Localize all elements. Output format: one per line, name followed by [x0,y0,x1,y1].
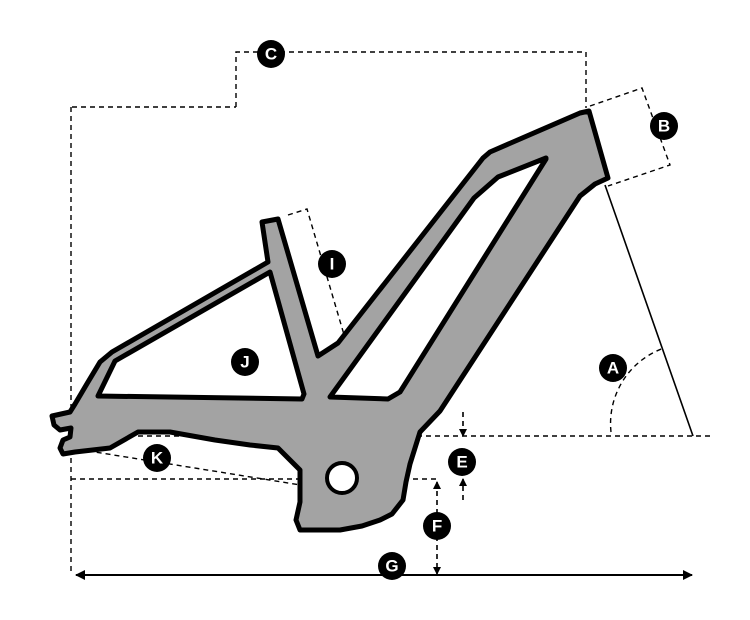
dimension-c-line [235,51,587,108]
badge-k-text: K [151,449,164,468]
badge-j: J [231,348,259,376]
badge-f-text: F [432,517,442,536]
badge-a: A [599,354,627,382]
badge-i-text: I [330,255,335,274]
badge-i: I [318,250,346,278]
head-tube-axis-line [604,184,694,437]
bike-frame [49,108,611,533]
badge-e-text: E [456,453,467,472]
badge-b: B [650,112,678,140]
main-triangle-window [327,155,549,402]
badge-g: G [378,552,406,580]
badge-k: K [143,444,171,472]
badge-g-text: G [385,557,398,576]
badge-b-text: B [658,117,670,136]
dimension-a-arc [609,347,665,433]
pivot-hole [325,461,359,495]
badge-c-text: C [265,45,277,64]
badge-c: C [257,40,285,68]
rear-triangle-window [95,269,307,402]
dimension-k-line [69,447,339,492]
badge-f: F [423,512,451,540]
badge-a-text: A [607,359,619,378]
badge-e: E [448,448,476,476]
dimension-b-line [589,87,671,187]
badge-j-text: J [240,353,249,372]
label-badges: C B I J A K E F G [143,40,678,580]
